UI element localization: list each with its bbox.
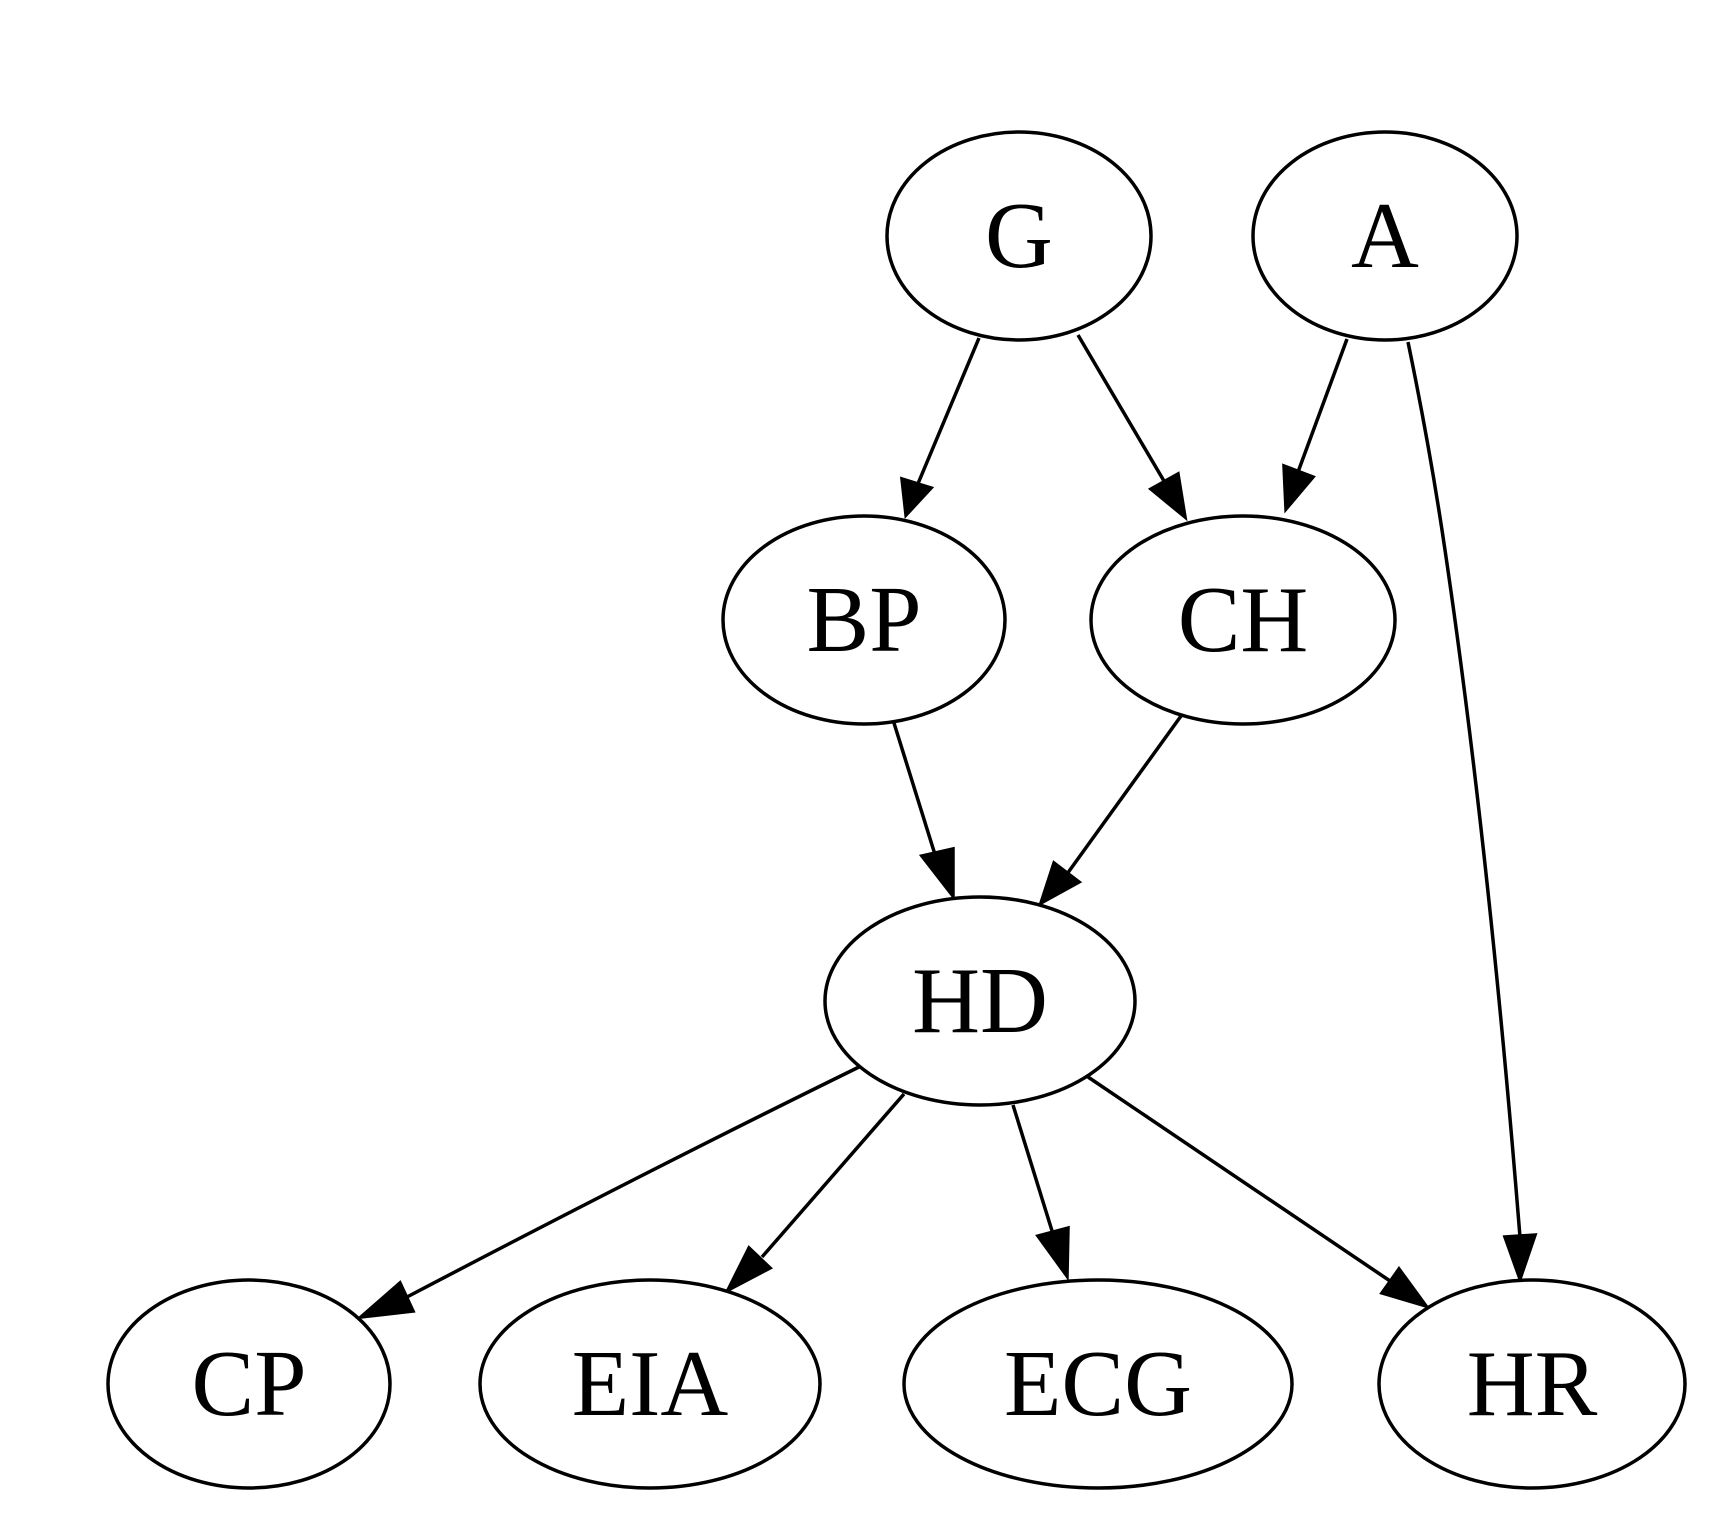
edge-hd-eia (724, 1092, 906, 1295)
edge-hd-cp (355, 1065, 860, 1320)
node-ecg[interactable]: ECG (902, 1278, 1294, 1490)
node-hd[interactable]: HD (823, 895, 1137, 1107)
edge-a-hr (1406, 341, 1538, 1285)
node-label-a: A (1351, 184, 1419, 288)
node-a[interactable]: A (1251, 130, 1519, 342)
node-label-hr: HR (1467, 1332, 1598, 1436)
edges-layer (355, 334, 1538, 1320)
edge-bp-hd (892, 722, 955, 902)
node-hr[interactable]: HR (1377, 1278, 1687, 1490)
node-bp[interactable]: BP (721, 514, 1007, 726)
node-label-hd: HD (912, 949, 1048, 1053)
node-ch[interactable]: CH (1089, 514, 1397, 726)
edge-hd-hr (1087, 1075, 1431, 1310)
edge-g-ch (1076, 334, 1188, 522)
node-g[interactable]: G (885, 130, 1153, 342)
nodes-layer: G A BP CH HD CP EIA ECG (106, 130, 1687, 1490)
node-label-ecg: ECG (1004, 1332, 1192, 1436)
node-cp[interactable]: CP (106, 1278, 392, 1490)
edge-a-ch (1282, 338, 1349, 514)
node-label-ch: CH (1178, 568, 1309, 672)
node-label-g: G (985, 184, 1053, 288)
edge-hd-ecg (1011, 1104, 1070, 1282)
edge-ch-hd (1037, 714, 1183, 907)
node-label-bp: BP (807, 568, 922, 672)
edge-g-bp (899, 337, 981, 519)
node-eia[interactable]: EIA (478, 1278, 822, 1490)
node-label-eia: EIA (572, 1332, 729, 1436)
node-label-cp: CP (192, 1332, 307, 1436)
